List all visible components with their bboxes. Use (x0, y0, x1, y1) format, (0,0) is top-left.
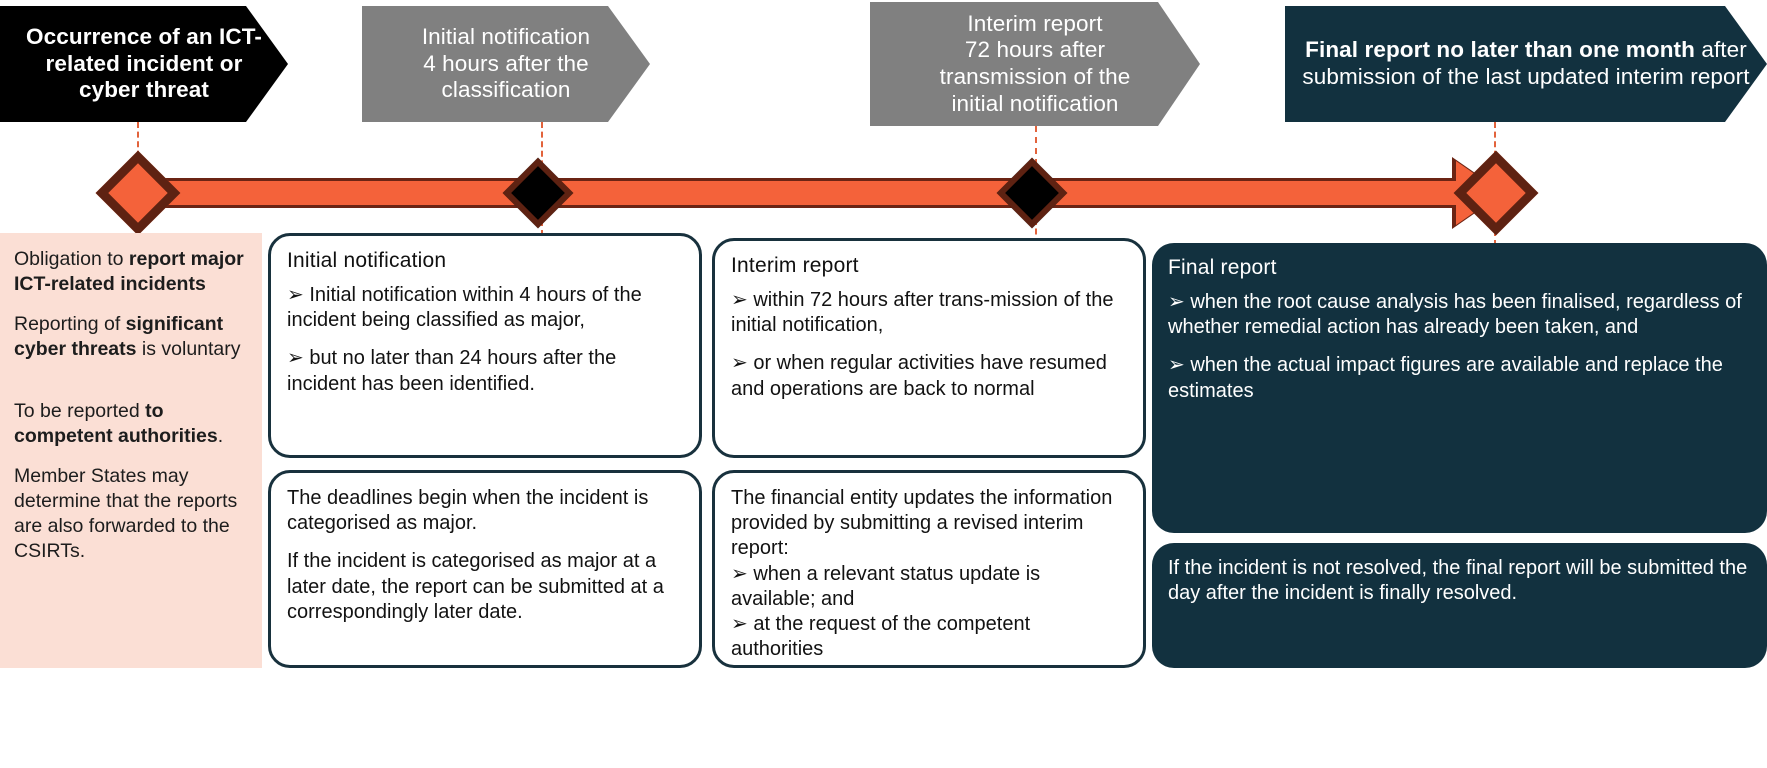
obligation-paragraph-2: Reporting of significant cyber threats i… (14, 312, 248, 362)
card-final-report-title: Final report (1168, 256, 1277, 279)
card-interim-report-title: Interim report (731, 254, 859, 277)
banner-interim-report: Interim report 72 hours after transmissi… (870, 2, 1200, 126)
banner-interim-report-text: Interim report 72 hours after transmissi… (939, 10, 1131, 116)
card-final-report: Final report ➢ when the root cause analy… (1152, 243, 1767, 533)
obligation-paragraph-3: To be reported to competent authorities. (14, 399, 248, 449)
spacer (14, 377, 248, 399)
card-final-report-bullet-2: ➢ when the actual impact figures are ava… (1168, 354, 1723, 402)
timeline-bar (118, 178, 1468, 208)
card-interim-updates-bullet-1: ➢ when a relevant status update is avail… (731, 562, 1041, 610)
obligation-1-text: Obligation to (14, 248, 129, 270)
obligation-3-text: To be reported (14, 399, 146, 422)
card-interim-updates: The financial entity updates the informa… (712, 470, 1146, 668)
connector-initial-top (541, 122, 543, 176)
card-initial-deadlines-text-2: If the incident is categorised as major … (287, 550, 664, 623)
obligation-1-bold: report major ICT-related incidents (14, 248, 244, 295)
banner-final-report-rest: after submission of the last updated int… (1302, 37, 1750, 89)
connector-final-top (1494, 122, 1496, 176)
card-interim-report-bullet-1: ➢ within 72 hours after trans-mission of… (731, 289, 1114, 337)
card-initial-notification-title: Initial notification (287, 249, 447, 272)
card-final-unresolved: If the incident is not resolved, the fin… (1152, 543, 1767, 668)
card-initial-notification-bullet-1: ➢ Initial notification within 4 hours of… (287, 284, 642, 332)
banner-final-report: Final report no later than one month aft… (1285, 6, 1767, 122)
obligations-panel: Obligation to report major ICT-related i… (0, 233, 262, 668)
card-final-unresolved-text: If the incident is not resolved, the fin… (1168, 557, 1748, 605)
banner-final-report-bold: Final report no later than one month (1305, 37, 1695, 63)
marker-occurrence-diamond[interactable] (95, 150, 181, 236)
card-initial-notification: Initial notification ➢ Initial notificat… (268, 233, 702, 458)
banner-occurrence: Occurrence of an ICT- related incident o… (0, 6, 288, 122)
marker-initial-diamond[interactable] (502, 157, 574, 229)
obligation-paragraph-1: Obligation to report major ICT-related i… (14, 247, 248, 297)
card-final-report-bullet-1: ➢ when the root cause analysis has been … (1168, 291, 1742, 339)
card-interim-report: Interim report ➢ within 72 hours after t… (712, 238, 1146, 458)
connector-occurrence (137, 122, 139, 176)
obligation-2-bold: significant cyber threats (14, 312, 224, 360)
banner-occurrence-text: Occurrence of an ICT- related incident o… (26, 24, 262, 103)
obligation-paragraph-4: Member States may determine that the rep… (14, 464, 238, 562)
banner-initial-notification: Initial notification 4 hours after the c… (362, 6, 650, 122)
card-interim-report-bullet-2: ➢ or when regular activities have resume… (731, 352, 1107, 400)
marker-interim-diamond[interactable] (996, 157, 1068, 229)
card-interim-updates-bullet-2: ➢ at the request of the competent author… (731, 612, 1031, 661)
obligation-2-text: Reporting of (14, 312, 126, 335)
obligation-2-tail: is voluntary (136, 337, 241, 360)
obligation-3-tail: . (217, 424, 224, 447)
connector-interim-top (1035, 126, 1037, 176)
card-interim-updates-text-1: The financial entity updates the informa… (731, 487, 1113, 560)
card-initial-deadlines: The deadlines begin when the incident is… (268, 470, 702, 668)
card-initial-notification-bullet-2: ➢ but no later than 24 hours after the i… (287, 347, 617, 395)
obligation-3-bold: to competent authorities (14, 399, 218, 447)
banner-final-report-text: Final report no later than one month aft… (1285, 37, 1767, 90)
banner-initial-notification-text: Initial notification 4 hours after the c… (421, 24, 591, 103)
card-initial-deadlines-text-1: The deadlines begin when the incident is… (287, 487, 649, 535)
